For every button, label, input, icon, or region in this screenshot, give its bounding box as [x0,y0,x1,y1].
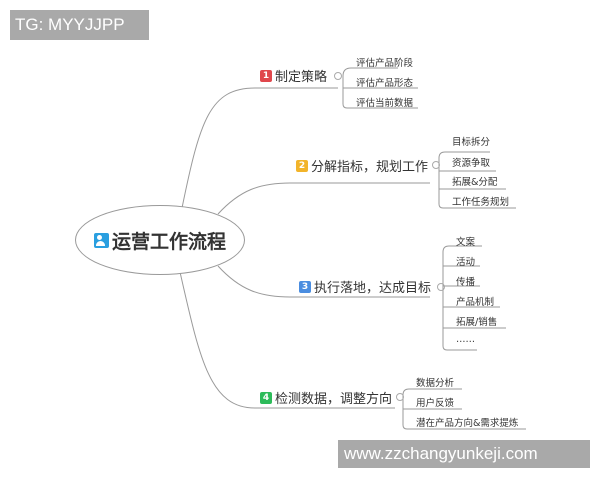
branch-node-4[interactable]: 4 检测数据，调整方向 [260,388,392,407]
branch-node-2[interactable]: 2 分解指标，规划工作 [296,156,428,175]
leaf-node[interactable]: 活动 [456,257,476,268]
branch-node-1[interactable]: 1 制定策略 [260,66,327,85]
leaf-node[interactable]: 用户反馈 [416,398,455,409]
collapse-toggle-icon[interactable] [437,283,445,291]
branch-number-badge: 4 [260,391,272,404]
leaf-node[interactable]: 数据分析 [416,378,455,389]
leaf-node[interactable]: 拓展/销售 [456,317,498,328]
user-group-icon [93,232,109,248]
branch-label: 执行落地，达成目标 [314,281,432,296]
branch-label: 制定策略 [275,70,328,85]
leaf-node[interactable]: 评估产品阶段 [356,58,414,69]
branch-number-badge: 1 [260,69,272,82]
watermark-bottom: www.zzchangyunkeji.com [338,440,590,468]
root-label: 运营工作流程 [111,230,226,253]
root-node[interactable]: 运营工作流程 [75,205,245,275]
leaf-node[interactable]: …… [456,334,475,345]
leaf-node[interactable]: 评估当前数据 [356,98,414,109]
collapse-toggle-icon[interactable] [396,393,404,401]
leaf-node[interactable]: 目标拆分 [452,137,491,148]
leaf-node[interactable]: 潜在产品方向&需求提炼 [416,418,519,429]
collapse-toggle-icon[interactable] [334,72,342,80]
leaf-node[interactable]: 拓展&分配 [452,177,498,188]
leaf-node[interactable]: 产品机制 [456,297,495,308]
leaf-node[interactable]: 资源争取 [452,158,491,169]
leaf-node[interactable]: 文案 [456,237,476,248]
branch-number-badge: 2 [296,159,308,172]
leaf-node[interactable]: 评估产品形态 [356,78,414,89]
leaf-node[interactable]: 传播 [456,277,476,288]
branch-label: 检测数据，调整方向 [275,392,393,407]
branch-number-badge: 3 [299,280,311,293]
collapse-toggle-icon[interactable] [432,161,440,169]
branch-node-3[interactable]: 3 执行落地，达成目标 [299,277,431,296]
leaf-node[interactable]: 工作任务规划 [452,197,510,208]
watermark-top: TG: MYYJJPP [10,10,149,40]
branch-label: 分解指标，规划工作 [311,160,429,175]
